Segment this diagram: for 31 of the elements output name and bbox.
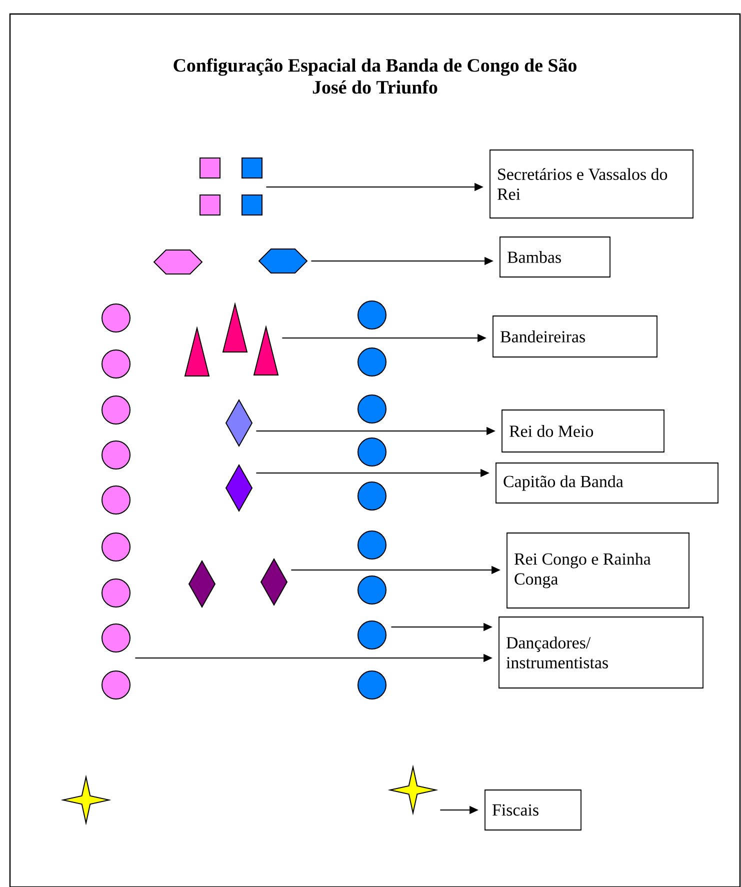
circle-marker [358, 348, 386, 376]
label-box: Secretários e Vassalos do Rei [490, 150, 694, 218]
circle-marker [358, 576, 386, 604]
circle-marker [358, 530, 386, 560]
circle-marker [102, 486, 130, 514]
square-marker [200, 158, 220, 178]
label-box: Capitão da Banda [496, 462, 718, 504]
circle-marker [358, 438, 386, 466]
label-box: Dançadores/ instrumentistas [498, 616, 704, 688]
square-marker [200, 194, 220, 216]
circle-marker [102, 304, 130, 332]
circle-marker [102, 440, 130, 470]
circle-marker [358, 300, 386, 330]
square-marker [242, 158, 262, 178]
circle-marker [358, 670, 386, 700]
label-box: Fiscais [484, 790, 582, 830]
circle-marker [102, 578, 130, 608]
circle-marker [102, 350, 130, 378]
label-box: Rei do Meio [502, 410, 664, 452]
circle-marker [102, 624, 130, 652]
circle-marker [102, 396, 130, 424]
label-box: Rei Congo e Rainha Conga [506, 532, 690, 608]
circle-marker [358, 482, 386, 510]
title: Configuração Espacial da Banda de Congo de São José do Triunfo [174, 58, 576, 94]
label-box: Bandeireiras [492, 316, 658, 358]
circle-marker [358, 394, 386, 424]
square-marker [242, 194, 262, 216]
circle-marker [102, 532, 130, 562]
label-box: Bambas [500, 236, 610, 278]
circle-marker [102, 670, 130, 700]
circle-marker [358, 620, 386, 650]
